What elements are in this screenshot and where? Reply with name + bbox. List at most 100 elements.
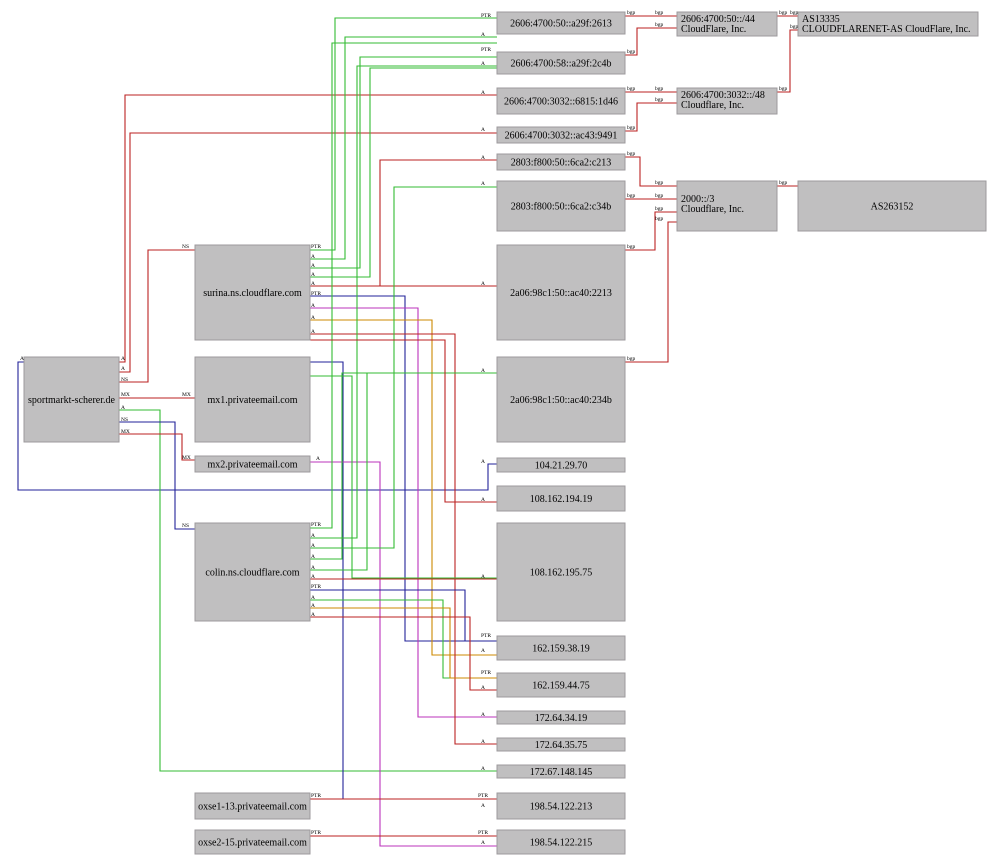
edge-label-mx: MX: [182, 455, 191, 461]
node-label: surina.ns.cloudflare.com: [203, 288, 302, 299]
edge-label-mx: MX: [121, 429, 130, 435]
node-box: [496, 792, 626, 820]
edge-label-bgp: bgp: [655, 180, 664, 186]
edge-bgp-v6h-pfx3: [625, 221, 677, 363]
node-label: colin.ns.cloudflare.com: [205, 568, 299, 579]
edge-label-bgp: bgp: [779, 86, 788, 92]
node-box: [194, 356, 311, 443]
node-label: 2803:f800:50::6ca2:c213: [511, 158, 612, 169]
edge-label-bgp: bgp: [655, 97, 664, 103]
edge-label-a: A: [481, 840, 485, 846]
edge-label-a: A: [481, 574, 485, 580]
node-box: [496, 737, 626, 752]
node-box: [194, 244, 311, 341]
edge-bgp-v6g-pfx3: [625, 211, 677, 251]
edge-mx1-green: [310, 375, 497, 579]
edge-label-a: A: [481, 368, 485, 374]
node-label: 2606:4700:50::/44: [681, 14, 755, 25]
nodes-layer: sportmarkt-scherer.de surina.ns.cloudflar…: [23, 11, 987, 855]
node-box: [496, 485, 626, 512]
node-box: [194, 522, 311, 622]
node-v6c: 2606:4700:3032::6815:1d46: [496, 87, 626, 115]
node-sublabel: CloudFlare, Inc.: [681, 24, 746, 35]
edge-ns1-a-v4b: [310, 339, 497, 503]
edge-label-a: A: [311, 281, 315, 287]
node-label: 172.64.34.19: [535, 713, 588, 724]
edge-label-a: A: [481, 181, 485, 187]
edge-label-a: A: [481, 766, 485, 772]
node-label: 162.159.38.19: [532, 644, 590, 655]
edge-label-a: A: [481, 685, 485, 691]
node-label: 2606:4700:3032::6815:1d46: [504, 97, 618, 108]
node-mx2: mx2.privateemail.com: [194, 455, 311, 473]
node-v4g: 172.64.35.75: [496, 737, 626, 752]
edge-label-ptr: PTR: [478, 793, 488, 799]
edge-label-ns: NS: [182, 244, 189, 250]
node-label: 172.67.148.145: [530, 767, 593, 778]
edge-label-a: A: [311, 263, 315, 269]
node-box: [676, 180, 778, 232]
edge-ns2-a-v4e: [310, 607, 497, 679]
node-label: 2606:4700:58::a29f:2c4b: [510, 59, 611, 70]
node-label: 2803:f800:50::6ca2:c34b: [511, 202, 612, 213]
edges-layer: [17, 15, 798, 847]
edge-label-ptr: PTR: [478, 830, 488, 836]
edge-label-ns: NS: [121, 417, 128, 423]
edge-label-a: A: [311, 603, 315, 609]
edge-ns1-ptr-v6b: [310, 56, 497, 269]
node-label: 2606:4700:3032::ac43:9491: [505, 131, 618, 142]
node-label: 162.159.44.75: [532, 681, 590, 692]
node-label: 2606:4700:50::a29f:2613: [510, 19, 612, 30]
node-label: 198.54.122.215: [530, 838, 593, 849]
node-label: 2a06:98c1:50::ac40:234b: [510, 395, 612, 406]
edge-label-ns: NS: [182, 523, 189, 529]
edge-ns2-ptr-v4d: [310, 589, 497, 642]
node-v4i: 198.54.122.213: [496, 792, 626, 820]
edge-label-ptr: PTR: [311, 522, 321, 528]
edge-bgp-v6b-pfx1: [625, 27, 677, 56]
node-box: [496, 126, 626, 144]
edge-label-a: A: [481, 459, 485, 465]
edge-label-ptr: PTR: [481, 633, 491, 639]
edge-label-a: A: [481, 90, 485, 96]
node-label: 2a06:98c1:50::ac40:2213: [510, 288, 612, 299]
node-sublabel: CLOUDFLARENET-AS CloudFlare, Inc.: [802, 24, 971, 35]
node-v6f: 2803:f800:50::6ca2:c34b: [496, 180, 626, 232]
node-box: [496, 635, 626, 661]
node-root: sportmarkt-scherer.de: [23, 356, 120, 443]
edge-label-a: A: [311, 612, 315, 618]
node-box: [496, 764, 626, 779]
edge-label-a: A: [311, 254, 315, 260]
node-sublabel: Cloudflare, Inc.: [681, 100, 744, 111]
node-v6b: 2606:4700:58::a29f:2c4b: [496, 51, 626, 75]
edge-label-a: A: [311, 329, 315, 335]
edge-label-a: A: [311, 554, 315, 560]
node-box: [676, 87, 778, 115]
edge-label-ptr: PTR: [481, 13, 491, 19]
edge-bgp-pfx2-as1: [777, 29, 798, 93]
edge-label-a: A: [20, 356, 24, 362]
edge-ns1-a-v4d: [310, 319, 497, 656]
edge-ns1-a-v4f: [310, 307, 497, 718]
edge-label-a: A: [121, 356, 125, 362]
edge-label-bgp: bgp: [627, 193, 636, 199]
edge-ns2-a-v6h: [310, 372, 497, 560]
node-label: 2000::/3: [681, 194, 714, 205]
edge-label-mx: MX: [182, 392, 191, 398]
node-box: [496, 51, 626, 75]
node-label: AS263152: [871, 202, 914, 213]
node-box: [676, 11, 778, 37]
node-box: [496, 87, 626, 115]
edge-ns1-a-v6e: [310, 159, 497, 287]
edge-label-ptr: PTR: [481, 47, 491, 53]
edge-label-bgp: bgp: [627, 151, 636, 157]
edge-label-bgp: bgp: [627, 244, 636, 250]
edge-label-mx: MX: [121, 392, 130, 398]
node-as2: AS263152: [797, 180, 987, 232]
node-label: 104.21.29.70: [535, 461, 588, 472]
node-v4h: 172.67.148.145: [496, 764, 626, 779]
edge-label-bgp: bgp: [655, 10, 664, 16]
